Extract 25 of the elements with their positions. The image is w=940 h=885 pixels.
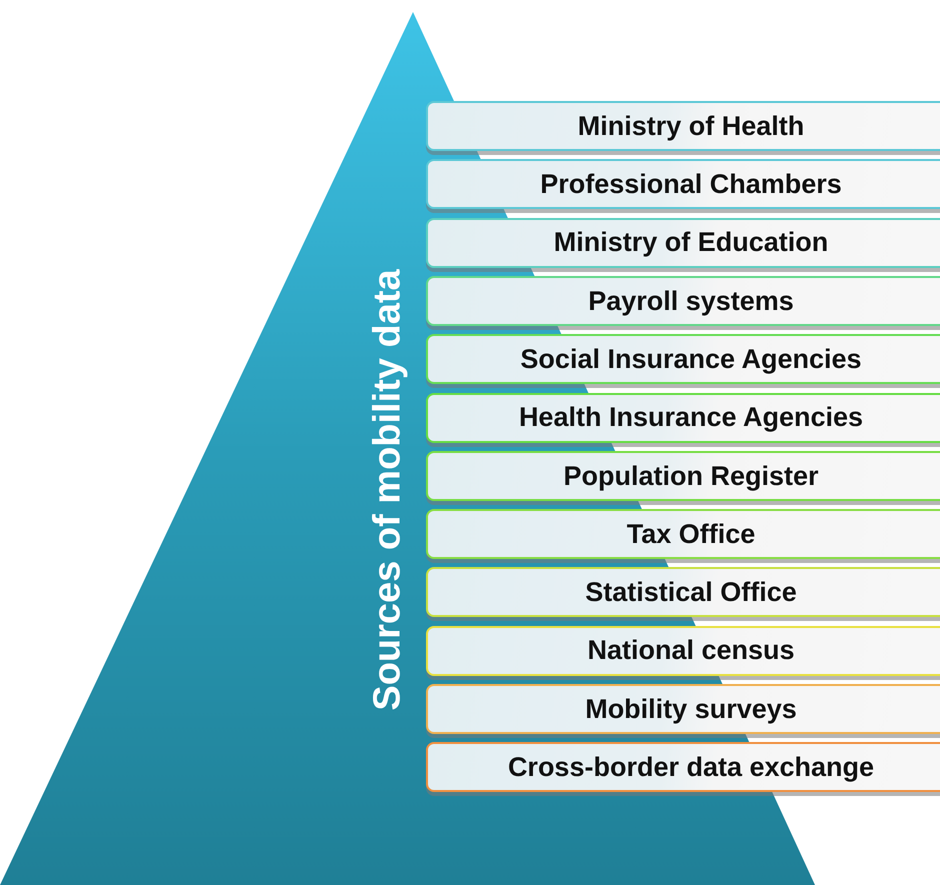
source-box — [426, 101, 940, 151]
source-box — [426, 392, 940, 442]
source-box — [426, 567, 940, 618]
source-label: Social Insurance Agencies — [520, 344, 862, 374]
source-box — [426, 509, 940, 560]
source-label: Cross-border data exchange — [508, 752, 874, 782]
source-label: National census — [587, 635, 795, 666]
source-label: Population Register — [563, 460, 819, 491]
source-label: Ministry of Health — [578, 110, 804, 141]
source-box — [426, 159, 940, 210]
source-label: Ministry of Education — [554, 227, 828, 258]
source-box — [426, 684, 940, 734]
source-box — [426, 742, 940, 792]
source-box — [426, 334, 940, 384]
source-label: Payroll systems — [588, 286, 794, 316]
source-label: Health Insurance Agencies — [518, 402, 864, 432]
source-label: Tax Office — [626, 518, 756, 549]
pyramid-title: Sources of mobility data — [366, 269, 408, 711]
source-label: Mobility surveys — [585, 694, 797, 724]
source-box — [426, 276, 940, 326]
source-box — [426, 450, 940, 501]
source-label: Professional Chambers — [540, 169, 842, 200]
source-label: Statistical Office — [585, 577, 797, 608]
source-box — [426, 218, 940, 268]
source-box — [426, 626, 940, 676]
